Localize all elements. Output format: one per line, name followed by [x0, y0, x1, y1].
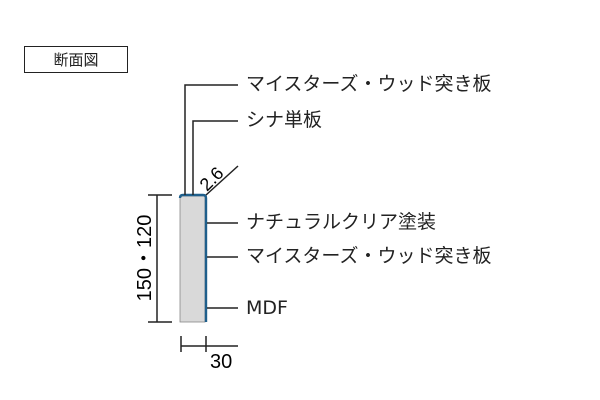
mdf-core: [179, 195, 206, 323]
label-mdf: MDF: [246, 297, 288, 319]
label-natural-clear-finish: ナチュラルクリア塗装: [246, 211, 437, 233]
veneer-thickness: 2.6: [196, 163, 228, 195]
height-dimension: 150・120: [134, 215, 156, 302]
width-dimension: 30: [210, 351, 232, 373]
label-meisters-wood-veneer-2: マイスターズ・ウッド突き板: [246, 245, 492, 267]
veneer-edge: [178, 193, 208, 322]
leader-lines: [148, 84, 239, 352]
label-shina-veneer: シナ単板: [246, 109, 323, 131]
section-view-label: 断面図: [24, 46, 128, 73]
label-meisters-wood-veneer: マイスターズ・ウッド突き板: [246, 73, 492, 95]
